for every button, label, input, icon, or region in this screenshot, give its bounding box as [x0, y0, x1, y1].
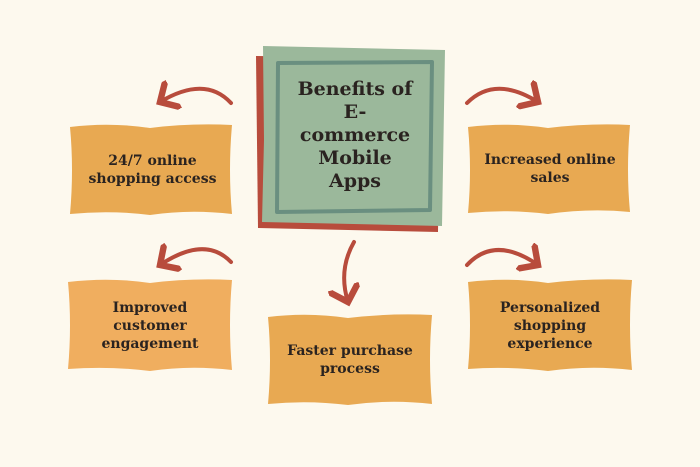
box-shape-5 [468, 279, 632, 371]
benefit-24-7-access: 24/7 online shopping access [88, 153, 217, 187]
benefit-increased-sales: Increased online sales [484, 152, 616, 186]
box-shape-4 [268, 314, 432, 405]
arrow-center-down [344, 240, 354, 302]
benefit-faster-purchase: Faster purchase process [287, 343, 413, 377]
center-inner-border [275, 60, 434, 214]
arrow-bottom-right [465, 250, 538, 265]
diagram-title: Benefits of E-commerce Mobile Apps [297, 77, 413, 192]
benefit-personalized-experience: Personalized shopping experience [499, 300, 601, 352]
benefit-customer-engagement: Improved customer engagement [101, 300, 199, 352]
arrow-top-left [160, 89, 233, 103]
box-shape-2 [468, 124, 630, 214]
center-box [262, 46, 445, 226]
box-shape-3 [68, 279, 232, 371]
arrow-top-right [465, 89, 538, 103]
arrow-bottom-left [160, 249, 233, 265]
box-shape-1 [70, 124, 232, 215]
